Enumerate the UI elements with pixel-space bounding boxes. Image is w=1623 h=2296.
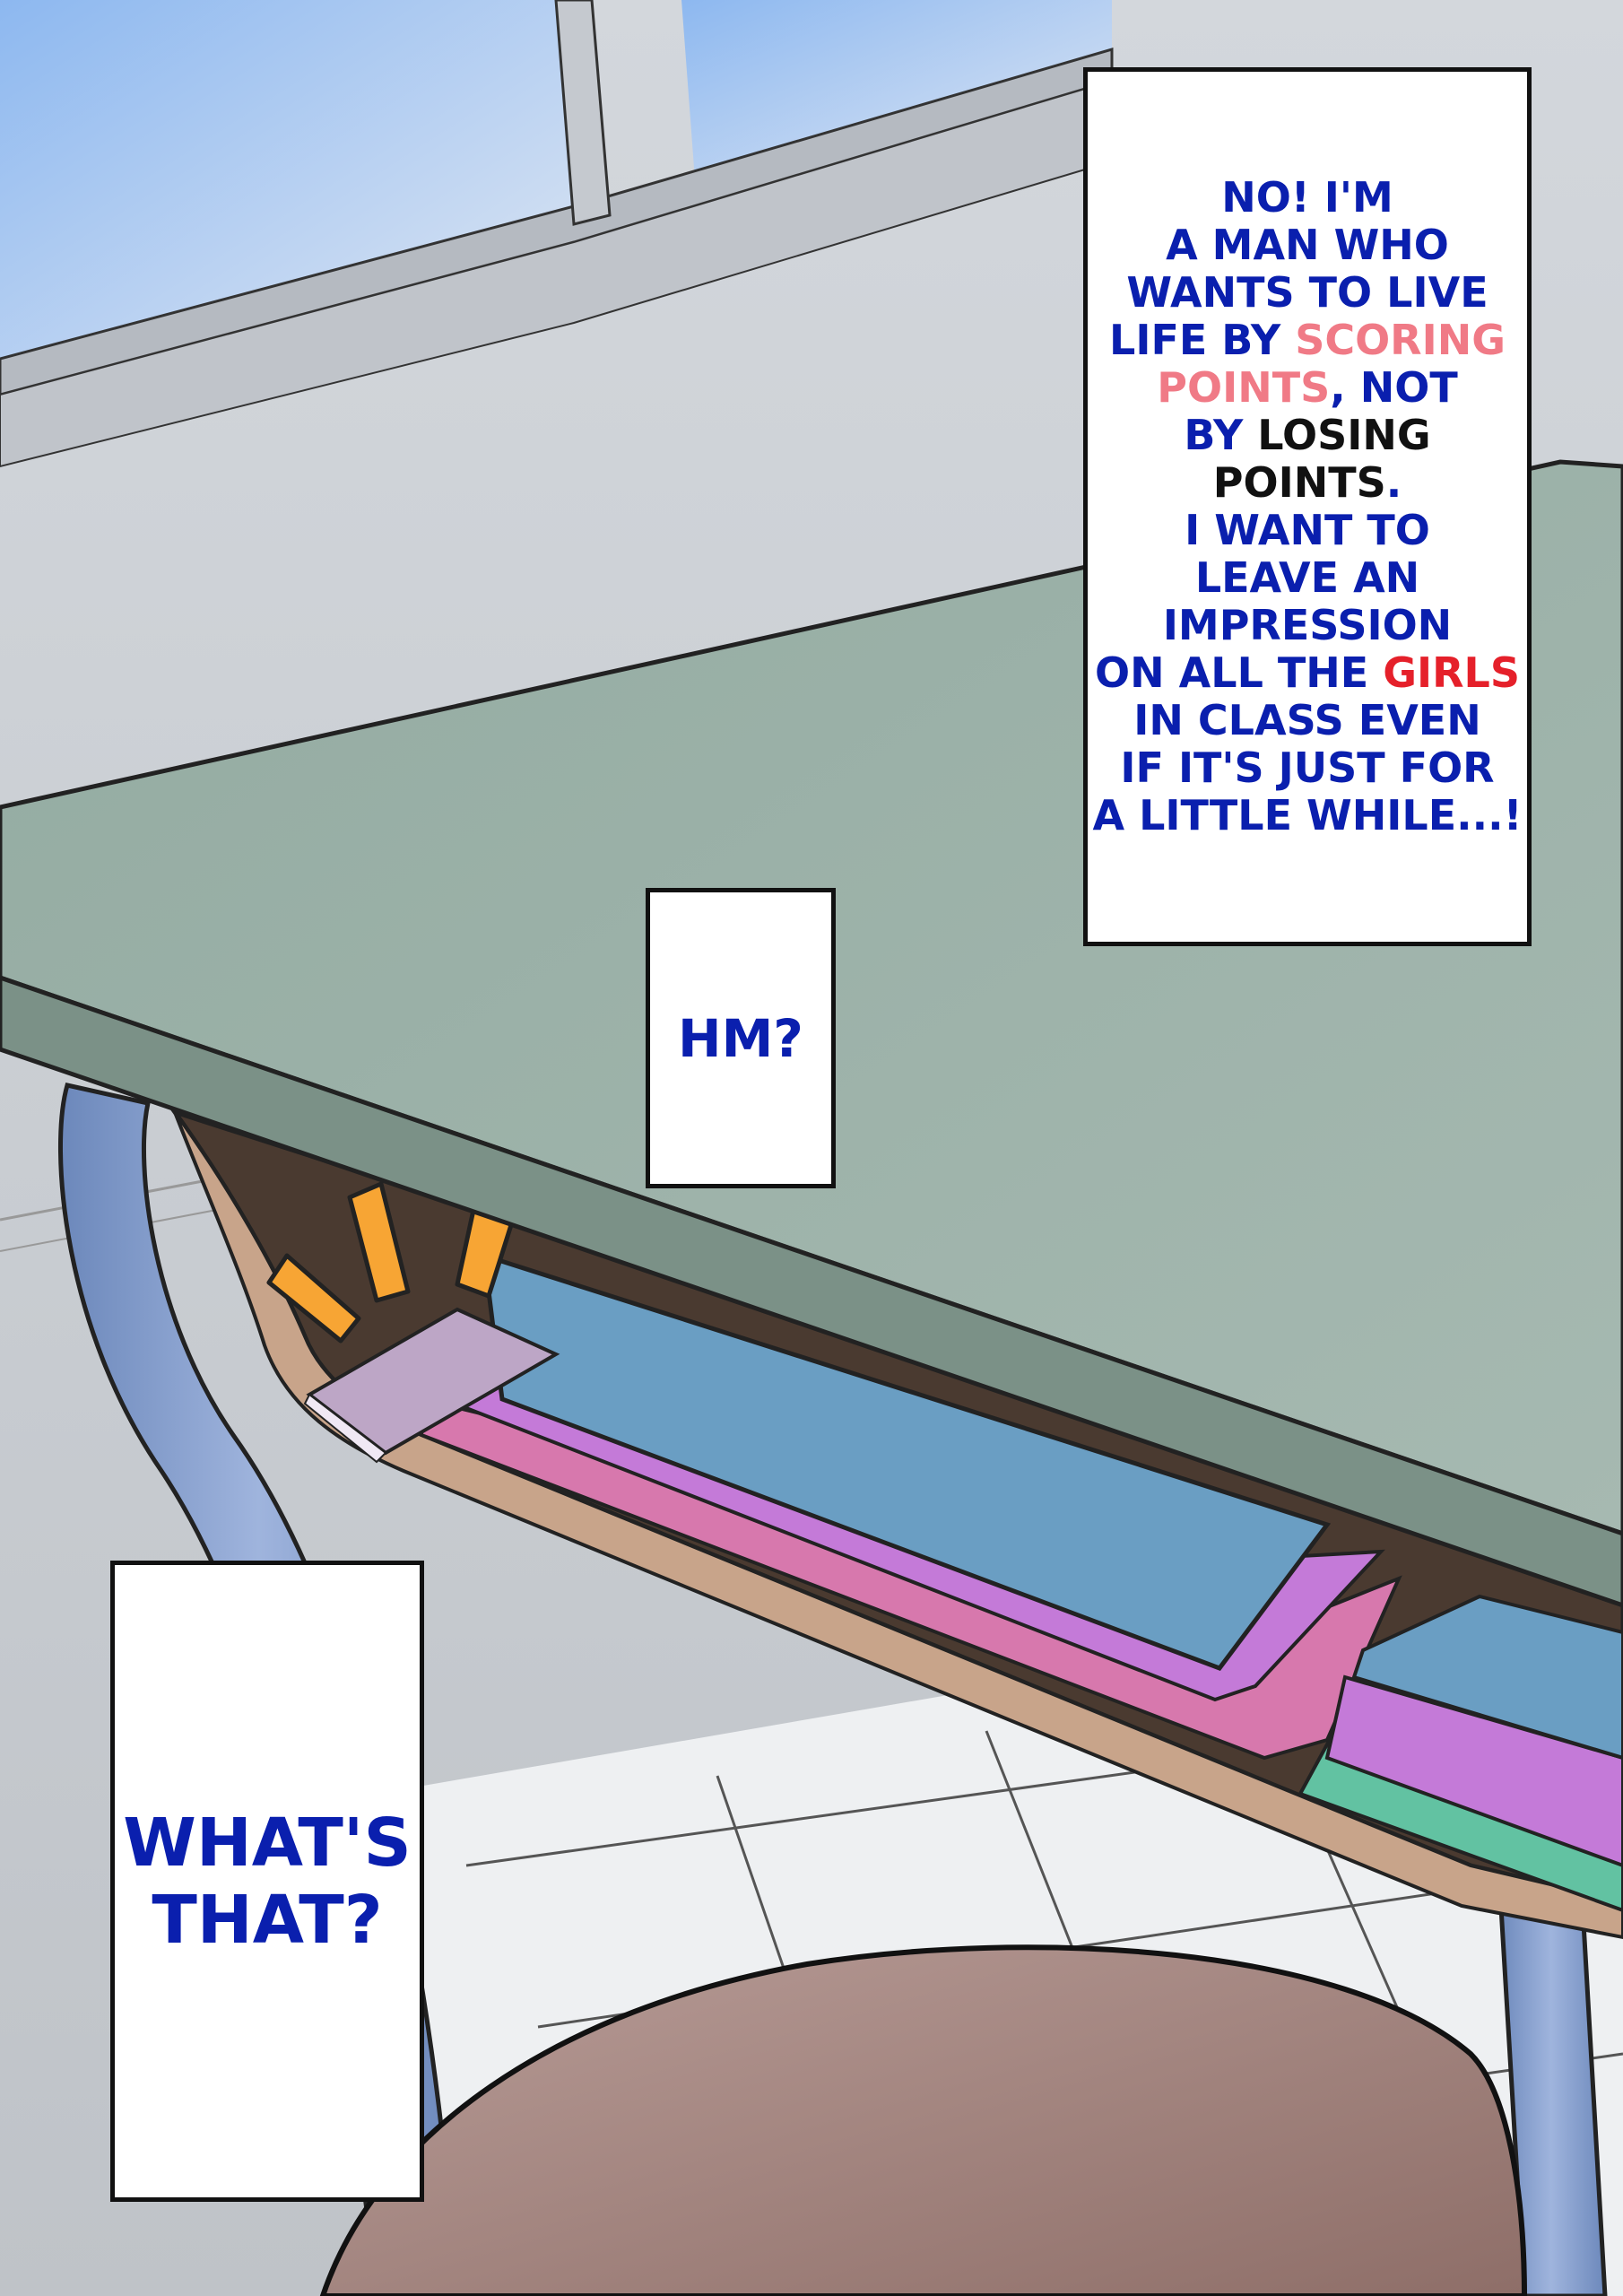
caption-main-line: , NOT [1330, 363, 1458, 412]
alert-mark-left [266, 1253, 361, 1344]
caption-whats-that-text: WHAT'S THAT? [123, 1805, 412, 1959]
caption-main-line: IN CLASS EVEN [1133, 696, 1481, 744]
caption-main-line: I WANT TO [1185, 506, 1430, 554]
caption-that-line: THAT? [152, 1881, 383, 1959]
caption-box-hm: HM? [646, 888, 836, 1188]
caption-main-line: LIFE BY [1109, 316, 1296, 364]
caption-main-line: IF IT'S JUST FOR [1120, 744, 1495, 792]
caption-highlight-points-lost: POINTS [1212, 458, 1386, 507]
alert-mark-center [347, 1181, 411, 1303]
caption-hm-text: HM? [678, 1007, 803, 1069]
caption-whats-line: WHAT'S [123, 1804, 412, 1882]
caption-main-line: ON ALL THE [1095, 648, 1384, 697]
desk-edge [0, 975, 1623, 1608]
caption-main-line: IMPRESSION [1162, 601, 1453, 649]
caption-main-line: NO! I'M [1221, 173, 1393, 222]
caption-main-text: NO! I'M A MAN WHO WANTS TO LIVE LIFE BY … [1092, 174, 1522, 839]
chair-seat [319, 1944, 1528, 2296]
caption-main-line: LEAVE AN [1194, 553, 1420, 602]
caption-highlight-losing: LOSING [1257, 411, 1431, 459]
caption-main-line: BY [1184, 411, 1258, 459]
caption-main-line: A LITTLE WHILE...! [1092, 791, 1523, 839]
folder-blue-right [1351, 1594, 1623, 1761]
window-sky [0, 0, 574, 368]
desk-leg-right [1495, 1826, 1608, 2296]
caption-main-line: A MAN WHO [1166, 221, 1449, 269]
caption-main-line: WANTS TO LIVE [1126, 268, 1488, 317]
window-mullion [554, 0, 612, 226]
caption-box-whats-that: WHAT'S THAT? [110, 1561, 424, 2202]
caption-highlight-scoring: SCORING [1295, 316, 1506, 364]
caption-highlight-girls: GIRLS [1383, 648, 1520, 697]
envelope-edge [303, 1393, 387, 1464]
window-sky-right [681, 0, 1112, 179]
caption-highlight-points: POINTS [1157, 363, 1331, 412]
desk-underside-rim [173, 1110, 1623, 1940]
caption-box-main: NO! I'M A MAN WHO WANTS TO LIVE LIFE BY … [1083, 67, 1532, 946]
caption-main-line: . [1385, 458, 1402, 507]
